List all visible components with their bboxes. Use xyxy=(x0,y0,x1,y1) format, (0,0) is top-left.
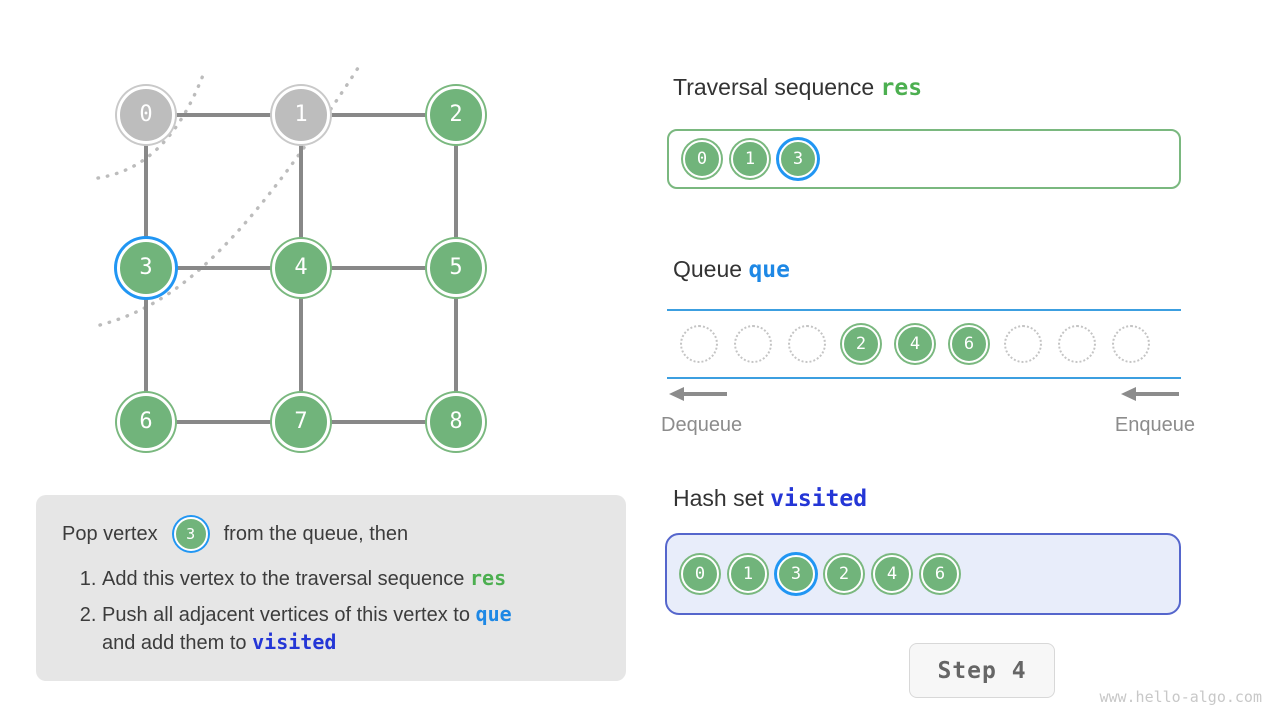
queue-slot-0[interactable] xyxy=(680,325,718,363)
caption-step-2-text-mid: and add them to xyxy=(102,632,247,654)
caption-step-1: Add this vertex to the traversal sequenc… xyxy=(102,565,600,593)
queue-panel-title: Queue que xyxy=(673,256,790,283)
graph-node-6-label: 6 xyxy=(139,409,153,434)
queue-top-rule xyxy=(667,309,1181,311)
hash-panel-title: Hash set visited xyxy=(673,485,867,512)
graph-node-1-label: 1 xyxy=(294,102,308,127)
queue-slot-6[interactable] xyxy=(1004,325,1042,363)
caption-step-1-text: Add this vertex to the traversal sequenc… xyxy=(102,568,465,590)
queue-title-code: que xyxy=(748,257,790,283)
hash-item-4[interactable]: 4 xyxy=(873,555,911,593)
enqueue-arrow-icon xyxy=(1121,387,1179,401)
hash-item-0[interactable]: 0 xyxy=(681,555,719,593)
queue-slot-7[interactable] xyxy=(1058,325,1096,363)
res-title-code: res xyxy=(880,75,923,101)
edge-0-3 xyxy=(144,115,148,268)
graph-node-0[interactable]: 0 xyxy=(117,86,175,144)
res-item-1[interactable]: 1 xyxy=(731,140,769,178)
dequeue-arrow-icon xyxy=(669,387,727,401)
graph-node-7[interactable]: 7 xyxy=(272,393,330,451)
edge-4-5 xyxy=(301,266,456,270)
queue-title-text: Queue xyxy=(673,256,743,282)
watermark: www.hello-algo.com xyxy=(1099,688,1262,706)
hash-item-2-label: 3 xyxy=(790,564,802,584)
caption-step-2: Push all adjacent vertices of this verte… xyxy=(102,601,600,657)
edge-0-1 xyxy=(146,113,301,117)
caption-steps-list: Add this vertex to the traversal sequenc… xyxy=(62,565,600,657)
caption-inline-node-label: 3 xyxy=(186,525,196,543)
traversal-sequence-box: 0 1 3 xyxy=(667,129,1181,189)
queue-slot-3-label: 2 xyxy=(855,334,867,354)
graph-node-8[interactable]: 8 xyxy=(427,393,485,451)
edge-7-8 xyxy=(301,420,456,424)
res-panel-title: Traversal sequence res xyxy=(673,74,922,101)
graph-node-5-label: 5 xyxy=(449,255,463,280)
step-badge: Step 4 xyxy=(909,643,1055,698)
graph-node-0-label: 0 xyxy=(139,102,153,127)
graph-node-4-label: 4 xyxy=(294,255,308,280)
caption-inline-node: 3 xyxy=(173,517,208,551)
enqueue-label: Enqueue xyxy=(1114,414,1195,436)
caption-panel: Pop vertex 3 from the queue, then Add th… xyxy=(36,495,626,681)
hash-item-4-label: 4 xyxy=(886,564,898,584)
hash-item-3[interactable]: 2 xyxy=(825,555,863,593)
res-item-2[interactable]: 3 xyxy=(779,140,817,178)
edge-1-4 xyxy=(299,115,303,268)
queue-arrow-row xyxy=(667,385,1181,405)
queue-slot-1[interactable] xyxy=(734,325,772,363)
res-title-text: Traversal sequence xyxy=(673,74,875,100)
edge-2-5 xyxy=(454,115,458,268)
queue-slot-5-label: 6 xyxy=(963,334,975,354)
hash-item-3-label: 2 xyxy=(838,564,850,584)
hash-title-code: visited xyxy=(770,486,868,512)
res-item-1-label: 1 xyxy=(744,149,756,169)
graph-node-8-label: 8 xyxy=(449,409,463,434)
hash-title-text: Hash set xyxy=(673,485,764,511)
queue-slot-list: 2 4 6 xyxy=(667,309,1181,379)
queue-slot-3[interactable]: 2 xyxy=(842,325,880,363)
edge-6-7 xyxy=(146,420,301,424)
edge-3-6 xyxy=(144,268,148,422)
queue-slot-4[interactable]: 4 xyxy=(896,325,934,363)
hash-set-box: 0 1 3 2 4 6 xyxy=(665,533,1181,615)
queue-slot-5[interactable]: 6 xyxy=(950,325,988,363)
queue-slot-8[interactable] xyxy=(1112,325,1150,363)
caption-step-2-text: Push all adjacent vertices of this verte… xyxy=(102,604,470,626)
graph-diagram: 0 1 2 3 4 5 6 7 8 xyxy=(0,0,640,480)
graph-node-1[interactable]: 1 xyxy=(272,86,330,144)
edge-1-2 xyxy=(301,113,456,117)
graph-node-2-label: 2 xyxy=(449,102,463,127)
graph-node-5[interactable]: 5 xyxy=(427,239,485,297)
queue-container: 2 4 6 xyxy=(667,309,1181,379)
edge-4-7 xyxy=(299,268,303,422)
edge-3-4 xyxy=(146,266,301,270)
caption-step-1-code: res xyxy=(469,566,507,590)
res-item-2-label: 3 xyxy=(792,149,804,169)
edge-5-8 xyxy=(454,268,458,422)
graph-node-3[interactable]: 3 xyxy=(117,239,175,297)
queue-bottom-rule xyxy=(667,377,1181,379)
hash-item-1[interactable]: 1 xyxy=(729,555,767,593)
hash-item-1-label: 1 xyxy=(742,564,754,584)
res-item-0[interactable]: 0 xyxy=(683,140,721,178)
graph-node-4[interactable]: 4 xyxy=(272,239,330,297)
graph-node-6[interactable]: 6 xyxy=(117,393,175,451)
caption-line-1: Pop vertex 3 from the queue, then xyxy=(62,517,600,551)
hash-item-5[interactable]: 6 xyxy=(921,555,959,593)
graph-node-2[interactable]: 2 xyxy=(427,86,485,144)
graph-node-3-label: 3 xyxy=(139,255,153,280)
hash-item-2[interactable]: 3 xyxy=(777,555,815,593)
caption-prefix: Pop vertex xyxy=(62,522,158,545)
dequeue-label: Dequeue xyxy=(661,414,743,436)
caption-step-2-code2: visited xyxy=(252,630,337,654)
hash-item-0-label: 0 xyxy=(694,564,706,584)
queue-slot-4-label: 4 xyxy=(909,334,921,354)
hash-item-5-label: 6 xyxy=(934,564,946,584)
res-item-0-label: 0 xyxy=(696,149,708,169)
caption-step-2-code: que xyxy=(475,602,512,626)
graph-node-7-label: 7 xyxy=(294,409,308,434)
queue-slot-2[interactable] xyxy=(788,325,826,363)
caption-suffix: from the queue, then xyxy=(223,522,409,545)
